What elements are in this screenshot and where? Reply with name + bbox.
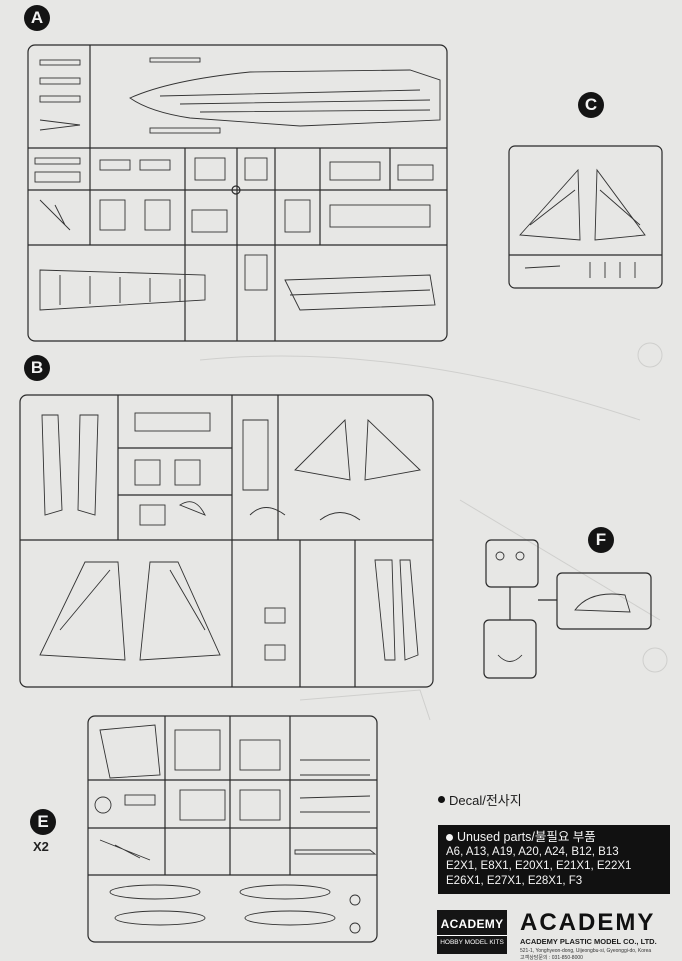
unused-parts-title: Unused parts/불필요 부품 — [446, 830, 664, 845]
unused-parts-box: Unused parts/불필요 부품 A6, A13, A19, A20, A… — [438, 825, 670, 894]
sprue-f-badge: F — [588, 527, 614, 553]
sprue-e-multiplier: X2 — [33, 839, 49, 854]
sprue-a-badge: A — [24, 5, 50, 31]
intake-right — [77, 414, 99, 516]
parts-legend: Decal/전사지 Unused parts/불필요 부품 A6, A13, A… — [438, 790, 670, 894]
canopy — [574, 593, 631, 613]
academy-hobby-logo: ACADEMY HOBBY MODEL KITS — [437, 910, 507, 954]
sprue-e-parts — [94, 724, 377, 934]
sprue-e-label: E — [37, 812, 49, 831]
academy-company-logo: ACADEMY ACADEMY PLASTIC MODEL CO., LTD. … — [520, 910, 678, 961]
sprue-c-badge: C — [578, 92, 604, 118]
fuel-tank-4 — [244, 910, 336, 926]
missile-1 — [300, 759, 370, 776]
vertical-tail-right — [139, 561, 221, 661]
logo-small-subtext: HOBBY MODEL KITS — [437, 935, 507, 946]
stabilizer-left — [294, 418, 351, 481]
sprue-a-parts — [34, 57, 441, 311]
fuel-tank-2 — [114, 910, 206, 926]
wing-right — [594, 168, 646, 241]
sprue-c-parts — [519, 168, 646, 278]
sprue-c-frame — [508, 145, 663, 289]
company-address: 521-1, Yonghyeon-dong, Uijeongbu-si, Gye… — [520, 948, 652, 954]
sprue-a-frame — [27, 44, 448, 342]
part-a-rod-1 — [39, 59, 81, 66]
sprue-b-label: B — [30, 358, 44, 377]
sprue-f-label: F — [595, 530, 607, 549]
unused-parts-label: Unused parts/불필요 부품 — [457, 830, 596, 844]
exhaust-nozzles — [39, 269, 206, 311]
decal-legend: Decal/전사지 — [438, 790, 670, 809]
bullet-icon — [438, 796, 445, 803]
missile-3 — [294, 849, 377, 855]
fuel-tank-1 — [109, 884, 201, 900]
sprue-a-label: A — [30, 8, 44, 27]
sprue-c-label: C — [584, 95, 598, 114]
company-phone: 고객상담문의 : 031-850-8000 — [520, 955, 583, 961]
sprue-e-badge: E — [30, 809, 56, 835]
logo-small-text: ACADEMY — [440, 917, 504, 931]
unused-parts-line-1: A6, A13, A19, A20, A24, B12, B13 — [446, 845, 619, 858]
fin-part — [99, 724, 161, 779]
unused-parts-line-2: E2X1, E8X1, E20X1, E21X1, E22X1 — [446, 860, 632, 872]
sprue-f-parts — [495, 551, 631, 662]
sprue-b-badge: B — [24, 355, 50, 381]
part-a-rod-2 — [39, 77, 81, 85]
intake-left — [41, 414, 63, 516]
fuselage-half-upper — [129, 69, 441, 127]
bullet-icon — [446, 833, 453, 841]
sprue-e-frame — [87, 715, 378, 943]
sprue-f-frame — [483, 539, 652, 679]
unused-parts-line-3: E26X1, E27X1, E28X1, F3 — [446, 874, 583, 887]
sprue-b-parts — [39, 412, 421, 661]
fuel-tank-3 — [239, 884, 331, 900]
sprue-b-frame — [19, 394, 434, 688]
vertical-tail-left — [39, 561, 126, 661]
decal-label: Decal/전사지 — [449, 793, 522, 808]
missile-2 — [299, 795, 371, 813]
background-show-through — [199, 342, 668, 721]
wing-left — [519, 168, 581, 241]
logo-big-text: ACADEMY — [520, 909, 656, 936]
company-name: ACADEMY PLASTIC MODEL CO., LTD. — [520, 937, 657, 946]
stabilizer-right — [364, 418, 421, 481]
